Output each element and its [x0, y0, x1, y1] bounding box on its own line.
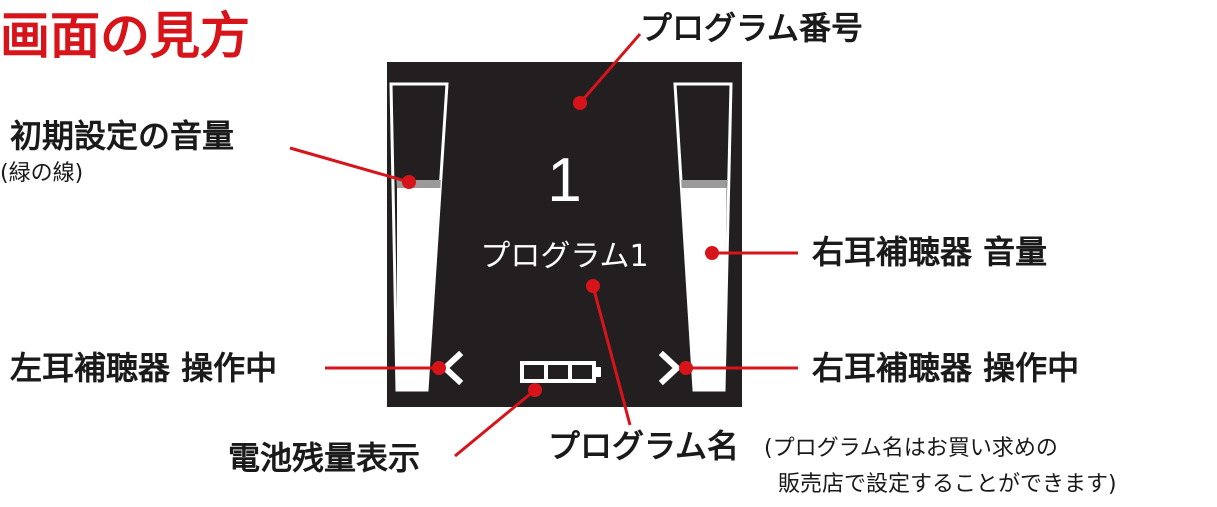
- callout-line-initial-volume: [289, 146, 410, 184]
- label-program-name-note-line1: (プログラム名はお買い求めの: [764, 436, 1058, 461]
- right-initial-level-line: [681, 180, 727, 188]
- callout-dot-battery: [528, 383, 542, 397]
- label-right-volume: 右耳補聴器 音量: [812, 233, 1048, 271]
- callout-dot-right-volume: [705, 246, 719, 260]
- chevron-right-icon: [658, 350, 682, 386]
- hearing-aid-screen: 1 プログラム1: [387, 62, 742, 407]
- program-number-display: 1: [547, 146, 582, 215]
- callout-line-program-number: [578, 33, 642, 104]
- label-initial-volume: 初期設定の音量: [10, 117, 235, 155]
- callout-dot-program-name: [586, 279, 600, 293]
- battery-icon: [520, 361, 601, 383]
- label-initial-volume-note: (緑の線): [0, 161, 84, 186]
- label-program-name: プログラム名: [548, 427, 740, 465]
- left-volume-bar-fill: [397, 186, 441, 390]
- callout-dot-right-operating: [679, 361, 693, 375]
- callout-line-program-name: [591, 285, 632, 426]
- label-program-number: プログラム番号: [640, 9, 864, 47]
- callout-dot-initial-volume: [402, 175, 416, 189]
- callout-line-battery: [454, 388, 536, 458]
- program-name-display: プログラム1: [480, 239, 649, 274]
- screen-graphics: [389, 82, 733, 392]
- label-left-operating: 左耳補聴器 操作中: [10, 349, 278, 387]
- label-right-operating: 右耳補聴器 操作中: [812, 349, 1080, 387]
- callout-dot-program-number: [573, 96, 587, 110]
- right-volume-bar-fill: [681, 186, 727, 390]
- label-program-name-note-line2: 販売店で設定することができます): [778, 472, 1117, 497]
- callout-dot-left-operating: [432, 361, 446, 375]
- page-title: 画面の見方: [0, 7, 250, 65]
- label-battery: 電池残量表示: [228, 439, 421, 477]
